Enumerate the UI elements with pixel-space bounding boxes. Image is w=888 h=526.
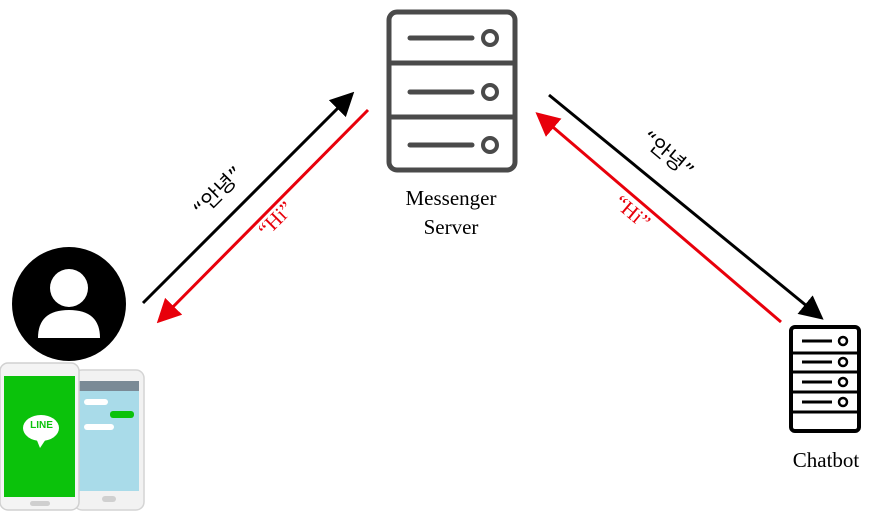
chatbot-server-icon: [789, 325, 861, 433]
phone-chat-icon: [0, 362, 145, 511]
arrow-chatbot-to-server: [535, 112, 782, 324]
line-app-label: LINE: [30, 420, 53, 431]
server-label-line2: Server: [423, 215, 479, 239]
chatbot-label: Chatbot: [792, 448, 860, 472]
user-avatar-icon: [12, 247, 126, 361]
server-label-line1: Messenger: [405, 186, 497, 210]
arrow-server-to-user: [156, 108, 370, 324]
server-icon: [386, 9, 518, 173]
server-label: Messenger Server: [385, 184, 517, 242]
arrow-user-to-server: [141, 91, 355, 305]
arrow-server-to-chatbot: [548, 93, 824, 320]
